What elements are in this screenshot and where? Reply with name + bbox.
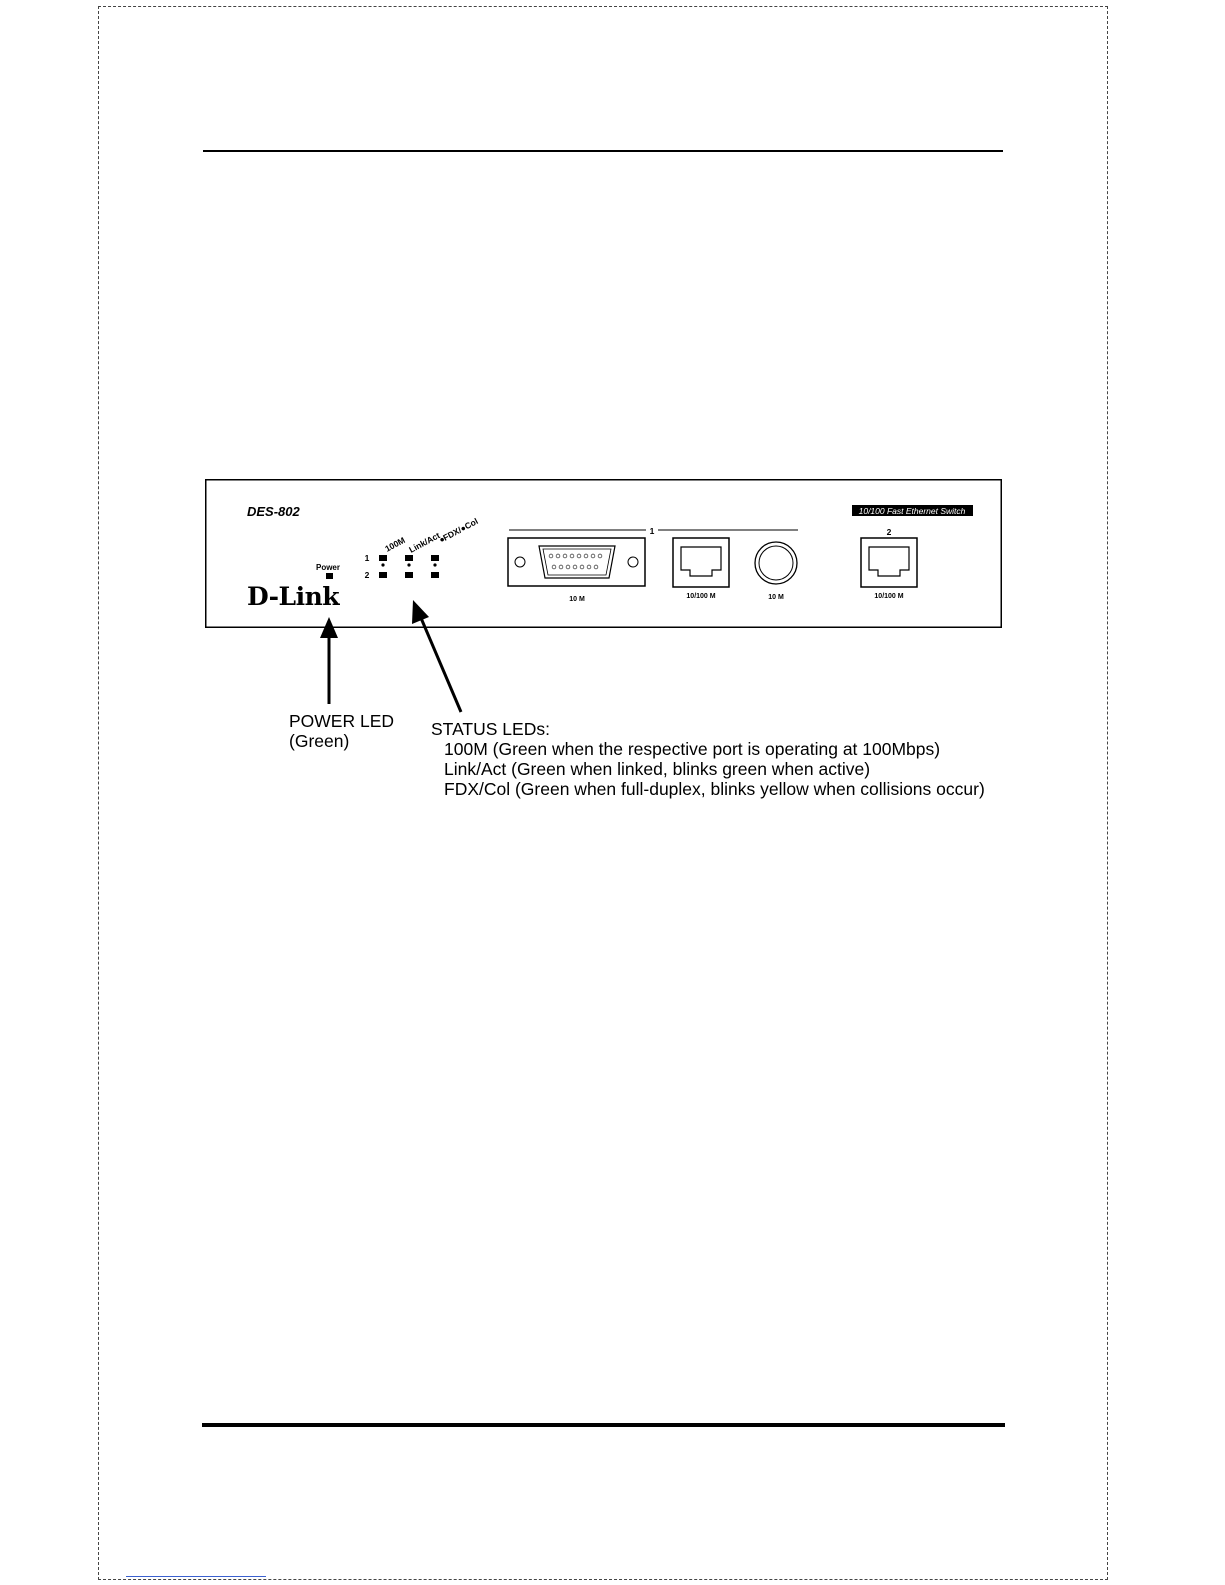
model-name: DES-802 <box>247 504 301 519</box>
led-header-bullet: ● <box>437 534 446 545</box>
led-row-2-label: 2 <box>365 570 370 580</box>
status-leds-arrow <box>412 600 463 713</box>
power-led-arrow <box>320 617 338 704</box>
front-panel-diagram: DES-802 10/100 Fast Ethernet Switch Powe… <box>205 479 1002 628</box>
d-link-logo: D-Link <box>247 582 340 611</box>
power-led-callout: POWER LED (Green) <box>289 711 394 751</box>
power-label: Power <box>316 563 340 572</box>
power-led-callout-subtitle: (Green) <box>289 731 350 751</box>
status-leds-callout-title: STATUS LEDs: <box>431 719 550 739</box>
led-dot <box>407 563 411 567</box>
led-link-act-port1 <box>405 555 413 561</box>
port-group-2-label: 2 <box>887 527 892 537</box>
product-label-badge <box>852 505 973 516</box>
led-dot <box>433 563 437 567</box>
footer-link-underline[interactable] <box>126 1576 266 1577</box>
product-label: 10/100 Fast Ethernet Switch <box>859 506 966 516</box>
status-item-100m: 100M (Green when the respective port is … <box>444 739 941 759</box>
front-panel-svg: DES-802 10/100 Fast Ethernet Switch Powe… <box>205 479 1002 628</box>
led-100m-port1 <box>379 555 387 561</box>
led-dot <box>381 563 385 567</box>
bnc-port-label: 10 M <box>768 594 784 601</box>
header-rule <box>203 150 1003 152</box>
led-fdx-col-port1 <box>431 555 439 561</box>
rj45-port-1 <box>672 537 730 588</box>
status-item-link-act: Link/Act (Green when linked, blinks gree… <box>444 759 871 779</box>
rj45-port-2 <box>860 537 918 588</box>
footer-rule <box>202 1423 1005 1427</box>
page-border <box>98 6 1108 1580</box>
status-item-fdx-col: FDX/Col (Green when full-duplex, blinks … <box>444 779 985 799</box>
status-leds-callout: STATUS LEDs: 100M (Green when the respec… <box>431 719 985 799</box>
led-100m-port2 <box>379 572 387 578</box>
aui-port <box>507 537 646 587</box>
led-fdx-col-port2 <box>431 572 439 578</box>
rj45-port-2-label: 10/100 M <box>874 593 903 600</box>
port-group-1-label: 1 <box>650 526 655 536</box>
bnc-port <box>754 541 798 585</box>
power-led <box>326 573 333 579</box>
aui-port-label: 10 M <box>569 596 585 603</box>
rj45-port-1-label: 10/100 M <box>686 593 715 600</box>
power-led-callout-title: POWER LED <box>289 711 395 731</box>
led-link-act-port2 <box>405 572 413 578</box>
led-row-1-label: 1 <box>365 553 370 563</box>
